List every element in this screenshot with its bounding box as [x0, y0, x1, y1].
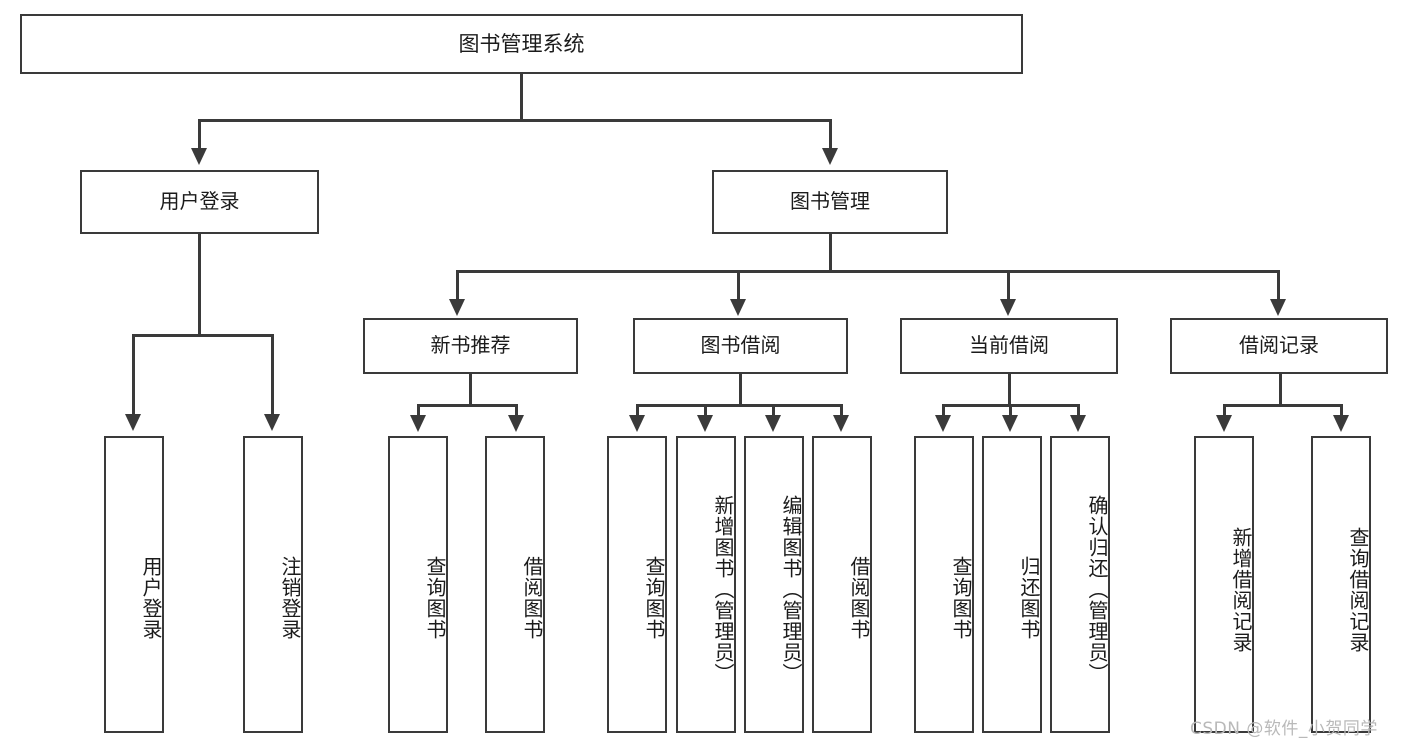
csdn-watermark: CSDN @软件_小贺同学 — [1190, 719, 1378, 739]
node-new-book-recommend-label: 新书推荐 — [430, 333, 511, 358]
connector-new-book-bar — [418, 404, 517, 407]
node-book-borrow[interactable]: 图书借阅 — [633, 318, 848, 374]
leaf-logout-label: 注销登录 — [278, 555, 302, 640]
connector-root-bar — [199, 119, 832, 122]
arrow-to-borrow-record — [1270, 299, 1286, 316]
arrow-to-new-book — [449, 299, 465, 316]
connector-borrow-record-leaf-1 — [1223, 404, 1226, 418]
leaf-edit-book-admin-label: 编辑图书（管理员） — [779, 495, 803, 684]
leaf-confirm-return-admin-label: 确认归还（管理员） — [1085, 495, 1109, 684]
node-current-borrow[interactable]: 当前借阅 — [900, 318, 1118, 374]
leaf-add-book-admin-label: 新增图书（管理员） — [711, 495, 735, 684]
connector-to-leaf-logout — [271, 334, 274, 416]
leaf-logout[interactable]: 注销登录 — [243, 436, 303, 733]
leaf-add-book-admin[interactable]: 新增图书（管理员） — [676, 436, 736, 733]
connector-current-borrow-bar — [943, 404, 1080, 407]
arrow-to-current-borrow — [1000, 299, 1016, 316]
arrow-to-book-borrow — [730, 299, 746, 316]
leaf-query-book-borrow[interactable]: 查询图书 — [607, 436, 667, 733]
connector-borrow-record-bar — [1224, 404, 1342, 407]
leaf-confirm-return-admin[interactable]: 确认归还（管理员） — [1050, 436, 1110, 733]
connector-to-leaf-user-login — [132, 334, 135, 416]
connector-to-borrow-record — [1277, 270, 1280, 302]
leaf-query-book-current[interactable]: 查询图书 — [914, 436, 974, 733]
connector-book-mgmt-stem — [829, 234, 832, 272]
connector-borrow-record-leaf-2 — [1340, 404, 1343, 418]
connector-book-borrow-leaf-2 — [704, 404, 707, 418]
connector-book-mgmt-bar — [457, 270, 1280, 273]
leaf-query-book-current-label: 查询图书 — [949, 555, 973, 640]
leaf-return-book-label: 归还图书 — [1017, 555, 1041, 640]
connector-to-current-borrow — [1007, 270, 1010, 302]
node-user-login-label: 用户登录 — [159, 189, 240, 214]
leaf-borrow-book-recommend-label: 借阅图书 — [520, 555, 544, 640]
node-user-login[interactable]: 用户登录 — [80, 170, 319, 234]
connector-book-borrow-stem — [739, 374, 742, 406]
arrow-borrow-record-leaf-2 — [1333, 415, 1349, 432]
node-new-book-recommend[interactable]: 新书推荐 — [363, 318, 578, 374]
arrow-book-borrow-leaf-4 — [833, 415, 849, 432]
arrow-new-book-leaf-2 — [508, 415, 524, 432]
connector-new-book-leaf-1 — [417, 404, 420, 418]
node-book-management[interactable]: 图书管理 — [712, 170, 948, 234]
leaf-user-login-label: 用户登录 — [139, 555, 163, 640]
arrow-current-borrow-leaf-3 — [1070, 415, 1086, 432]
connector-root-stem — [520, 74, 523, 120]
node-root-label: 图书管理系统 — [458, 31, 585, 56]
connector-new-book-stem — [469, 374, 472, 406]
arrow-to-leaf-user-login — [125, 414, 141, 431]
arrow-root-to-book-mgmt — [822, 148, 838, 165]
leaf-edit-book-admin[interactable]: 编辑图书（管理员） — [744, 436, 804, 733]
leaf-borrow-book[interactable]: 借阅图书 — [812, 436, 872, 733]
connector-to-new-book — [456, 270, 459, 302]
leaf-add-borrow-record-label: 新增借阅记录 — [1229, 526, 1253, 653]
arrow-book-borrow-leaf-1 — [629, 415, 645, 432]
leaf-add-borrow-record[interactable]: 新增借阅记录 — [1194, 436, 1254, 733]
arrow-book-borrow-leaf-2 — [697, 415, 713, 432]
leaf-query-book-recommend-label: 查询图书 — [423, 555, 447, 640]
leaf-query-book-recommend[interactable]: 查询图书 — [388, 436, 448, 733]
leaf-query-borrow-record[interactable]: 查询借阅记录 — [1311, 436, 1371, 733]
node-borrow-record-label: 借阅记录 — [1239, 333, 1319, 358]
arrow-current-borrow-leaf-1 — [935, 415, 951, 432]
leaf-query-borrow-record-label: 查询借阅记录 — [1346, 526, 1370, 653]
arrow-new-book-leaf-1 — [410, 415, 426, 432]
connector-user-login-bar — [133, 334, 273, 337]
arrow-to-leaf-logout — [264, 414, 280, 431]
leaf-user-login[interactable]: 用户登录 — [104, 436, 164, 733]
node-book-management-label: 图书管理 — [790, 189, 870, 214]
arrow-root-to-user-login — [191, 148, 207, 165]
connector-book-borrow-bar — [637, 404, 842, 407]
node-borrow-record[interactable]: 借阅记录 — [1170, 318, 1388, 374]
connector-current-borrow-stem — [1008, 374, 1011, 406]
node-root[interactable]: 图书管理系统 — [20, 14, 1023, 74]
node-book-borrow-label: 图书借阅 — [700, 333, 781, 358]
connector-borrow-record-stem — [1279, 374, 1282, 406]
connector-user-login-stem — [198, 234, 201, 336]
connector-current-borrow-leaf-2 — [1009, 404, 1012, 418]
connector-current-borrow-leaf-3 — [1077, 404, 1080, 418]
arrow-borrow-record-leaf-1 — [1216, 415, 1232, 432]
arrow-current-borrow-leaf-2 — [1002, 415, 1018, 432]
arrow-book-borrow-leaf-3 — [765, 415, 781, 432]
connector-current-borrow-leaf-1 — [942, 404, 945, 418]
connector-book-borrow-leaf-3 — [772, 404, 775, 418]
connector-root-to-user-login — [198, 119, 201, 151]
connector-book-borrow-leaf-1 — [636, 404, 639, 418]
leaf-borrow-book-recommend[interactable]: 借阅图书 — [485, 436, 545, 733]
node-current-borrow-label: 当前借阅 — [969, 333, 1049, 358]
leaf-return-book[interactable]: 归还图书 — [982, 436, 1042, 733]
connector-book-borrow-leaf-4 — [840, 404, 843, 418]
leaf-query-book-borrow-label: 查询图书 — [642, 555, 666, 640]
connector-new-book-leaf-2 — [515, 404, 518, 418]
leaf-borrow-book-label: 借阅图书 — [847, 555, 871, 640]
connector-root-to-book-mgmt — [829, 119, 832, 151]
connector-to-book-borrow — [737, 270, 740, 302]
